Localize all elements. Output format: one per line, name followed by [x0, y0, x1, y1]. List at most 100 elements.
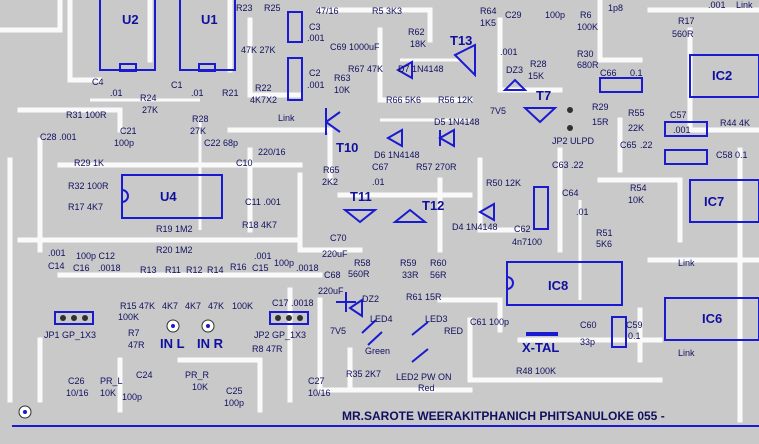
- component-label: C64: [562, 188, 579, 198]
- component-label: 33p: [580, 337, 595, 347]
- component-label: 4n7100: [512, 237, 542, 247]
- jumper-jp1-label: JP1 GP_1X3: [44, 330, 96, 340]
- transistor-t11-label: T11: [350, 189, 372, 204]
- component-label: C11 .001: [245, 197, 281, 207]
- component-label: 10K: [628, 195, 644, 205]
- component-label: C59: [626, 320, 643, 330]
- component-label: PR_R: [185, 370, 210, 380]
- component-label: 100p: [122, 392, 142, 402]
- component-label: C4: [92, 77, 104, 87]
- component-label: 100p: [114, 138, 134, 148]
- component-label: R35 2K7: [346, 369, 381, 379]
- component-label: R64: [480, 6, 497, 16]
- component-label: .001: [673, 125, 691, 135]
- ic-u4-label: U4: [160, 189, 177, 204]
- transistor-t10-label: T10: [336, 140, 358, 155]
- component-label: R51: [596, 228, 613, 238]
- component-label: 100K: [118, 312, 139, 322]
- component-label: C57: [670, 110, 687, 120]
- component-label: R29: [592, 102, 609, 112]
- component-label: R23: [236, 3, 253, 13]
- component-label: 7V5: [330, 326, 346, 336]
- component-label: R14: [207, 265, 224, 275]
- component-label: C70: [330, 233, 347, 243]
- component-label: C62: [514, 224, 531, 234]
- ic-ic2-label: IC2: [712, 68, 732, 83]
- component-label: R17: [678, 16, 695, 26]
- component-label: .001: [500, 47, 518, 57]
- component-label: .001: [254, 251, 272, 261]
- component-label: C28 .001: [40, 132, 77, 142]
- component-label: R21: [222, 88, 239, 98]
- component-label: .01: [110, 88, 123, 98]
- component-label: R31 100R: [66, 110, 107, 120]
- component-label: C69 1000uF: [330, 42, 380, 52]
- component-label: 47R: [128, 340, 145, 350]
- component-label: 2K2: [322, 177, 338, 187]
- component-label: R25: [264, 3, 281, 13]
- jumper-jp2-label: JP2 GP_1X3: [254, 330, 306, 340]
- component-label: 5K6: [596, 239, 612, 249]
- component-label: C22 68p: [204, 138, 238, 148]
- component-label: R19 1M2: [156, 224, 193, 234]
- component-label: PR_L: [100, 376, 123, 386]
- component-label: C1: [171, 80, 183, 90]
- ic-ic6-label: IC6: [702, 311, 722, 326]
- component-label: 560R: [672, 29, 694, 39]
- copper-traces: [0, 0, 759, 423]
- component-label: R55: [628, 108, 645, 118]
- component-label: R66 5K6: [386, 95, 421, 105]
- component-label: Green: [365, 346, 390, 356]
- component-label: 56R: [430, 270, 447, 280]
- component-label: .001: [307, 80, 325, 90]
- component-label: R17 4K7: [68, 202, 103, 212]
- solder-pads: [18, 107, 573, 419]
- component-label: 47K 27K: [241, 45, 276, 55]
- input-left-label: IN L: [160, 336, 185, 351]
- component-label: R57 270R: [416, 162, 457, 172]
- component-label: .0018: [98, 263, 121, 273]
- component-label: R60: [430, 258, 447, 268]
- component-label: 4K7: [185, 301, 201, 311]
- component-label: R48 100K: [516, 366, 556, 376]
- component-label: 100p C12: [76, 251, 115, 261]
- component-label: R5 3K3: [372, 6, 402, 16]
- ic-outlines: [99, 0, 759, 341]
- component-label: R58: [354, 258, 371, 268]
- component-label: 10K: [100, 388, 116, 398]
- component-label: R12: [186, 265, 203, 275]
- jumper-ulpd-label: JP2 ULPD: [552, 136, 595, 146]
- component-label: Link: [736, 0, 753, 10]
- transistor-t13-label: T13: [450, 33, 472, 48]
- ic-ic8-label: IC8: [548, 278, 568, 293]
- component-label: C26: [68, 376, 85, 386]
- component-label: .01: [191, 88, 204, 98]
- component-label: 4K7: [162, 301, 178, 311]
- component-label: R63: [334, 73, 351, 83]
- component-label: C10: [236, 158, 253, 168]
- component-label: 22K: [628, 123, 644, 133]
- component-label: 27K: [190, 126, 206, 136]
- component-label: D6 1N4148: [374, 150, 420, 160]
- component-label: 1p8: [608, 3, 623, 13]
- component-label: R13: [140, 265, 157, 275]
- component-label: 7V5: [490, 106, 506, 116]
- component-label: 100K: [232, 301, 253, 311]
- component-label: .001: [307, 33, 325, 43]
- component-label: 27K: [142, 105, 158, 115]
- component-label: R65: [323, 165, 340, 175]
- component-label: C25: [226, 386, 243, 396]
- component-label: R29 1K: [74, 158, 104, 168]
- component-label: C68: [324, 270, 341, 280]
- component-label: R32 100R: [68, 181, 109, 191]
- component-label: R8 47R: [252, 344, 283, 354]
- component-label: R22: [255, 83, 272, 93]
- component-label: C21: [120, 126, 137, 136]
- component-label: 220/16: [258, 147, 286, 157]
- component-label: R30: [577, 49, 594, 59]
- component-label: 220uF: [322, 249, 348, 259]
- component-label: R28: [530, 59, 547, 69]
- input-right-label: IN R: [197, 336, 224, 351]
- component-label: C67: [372, 162, 389, 172]
